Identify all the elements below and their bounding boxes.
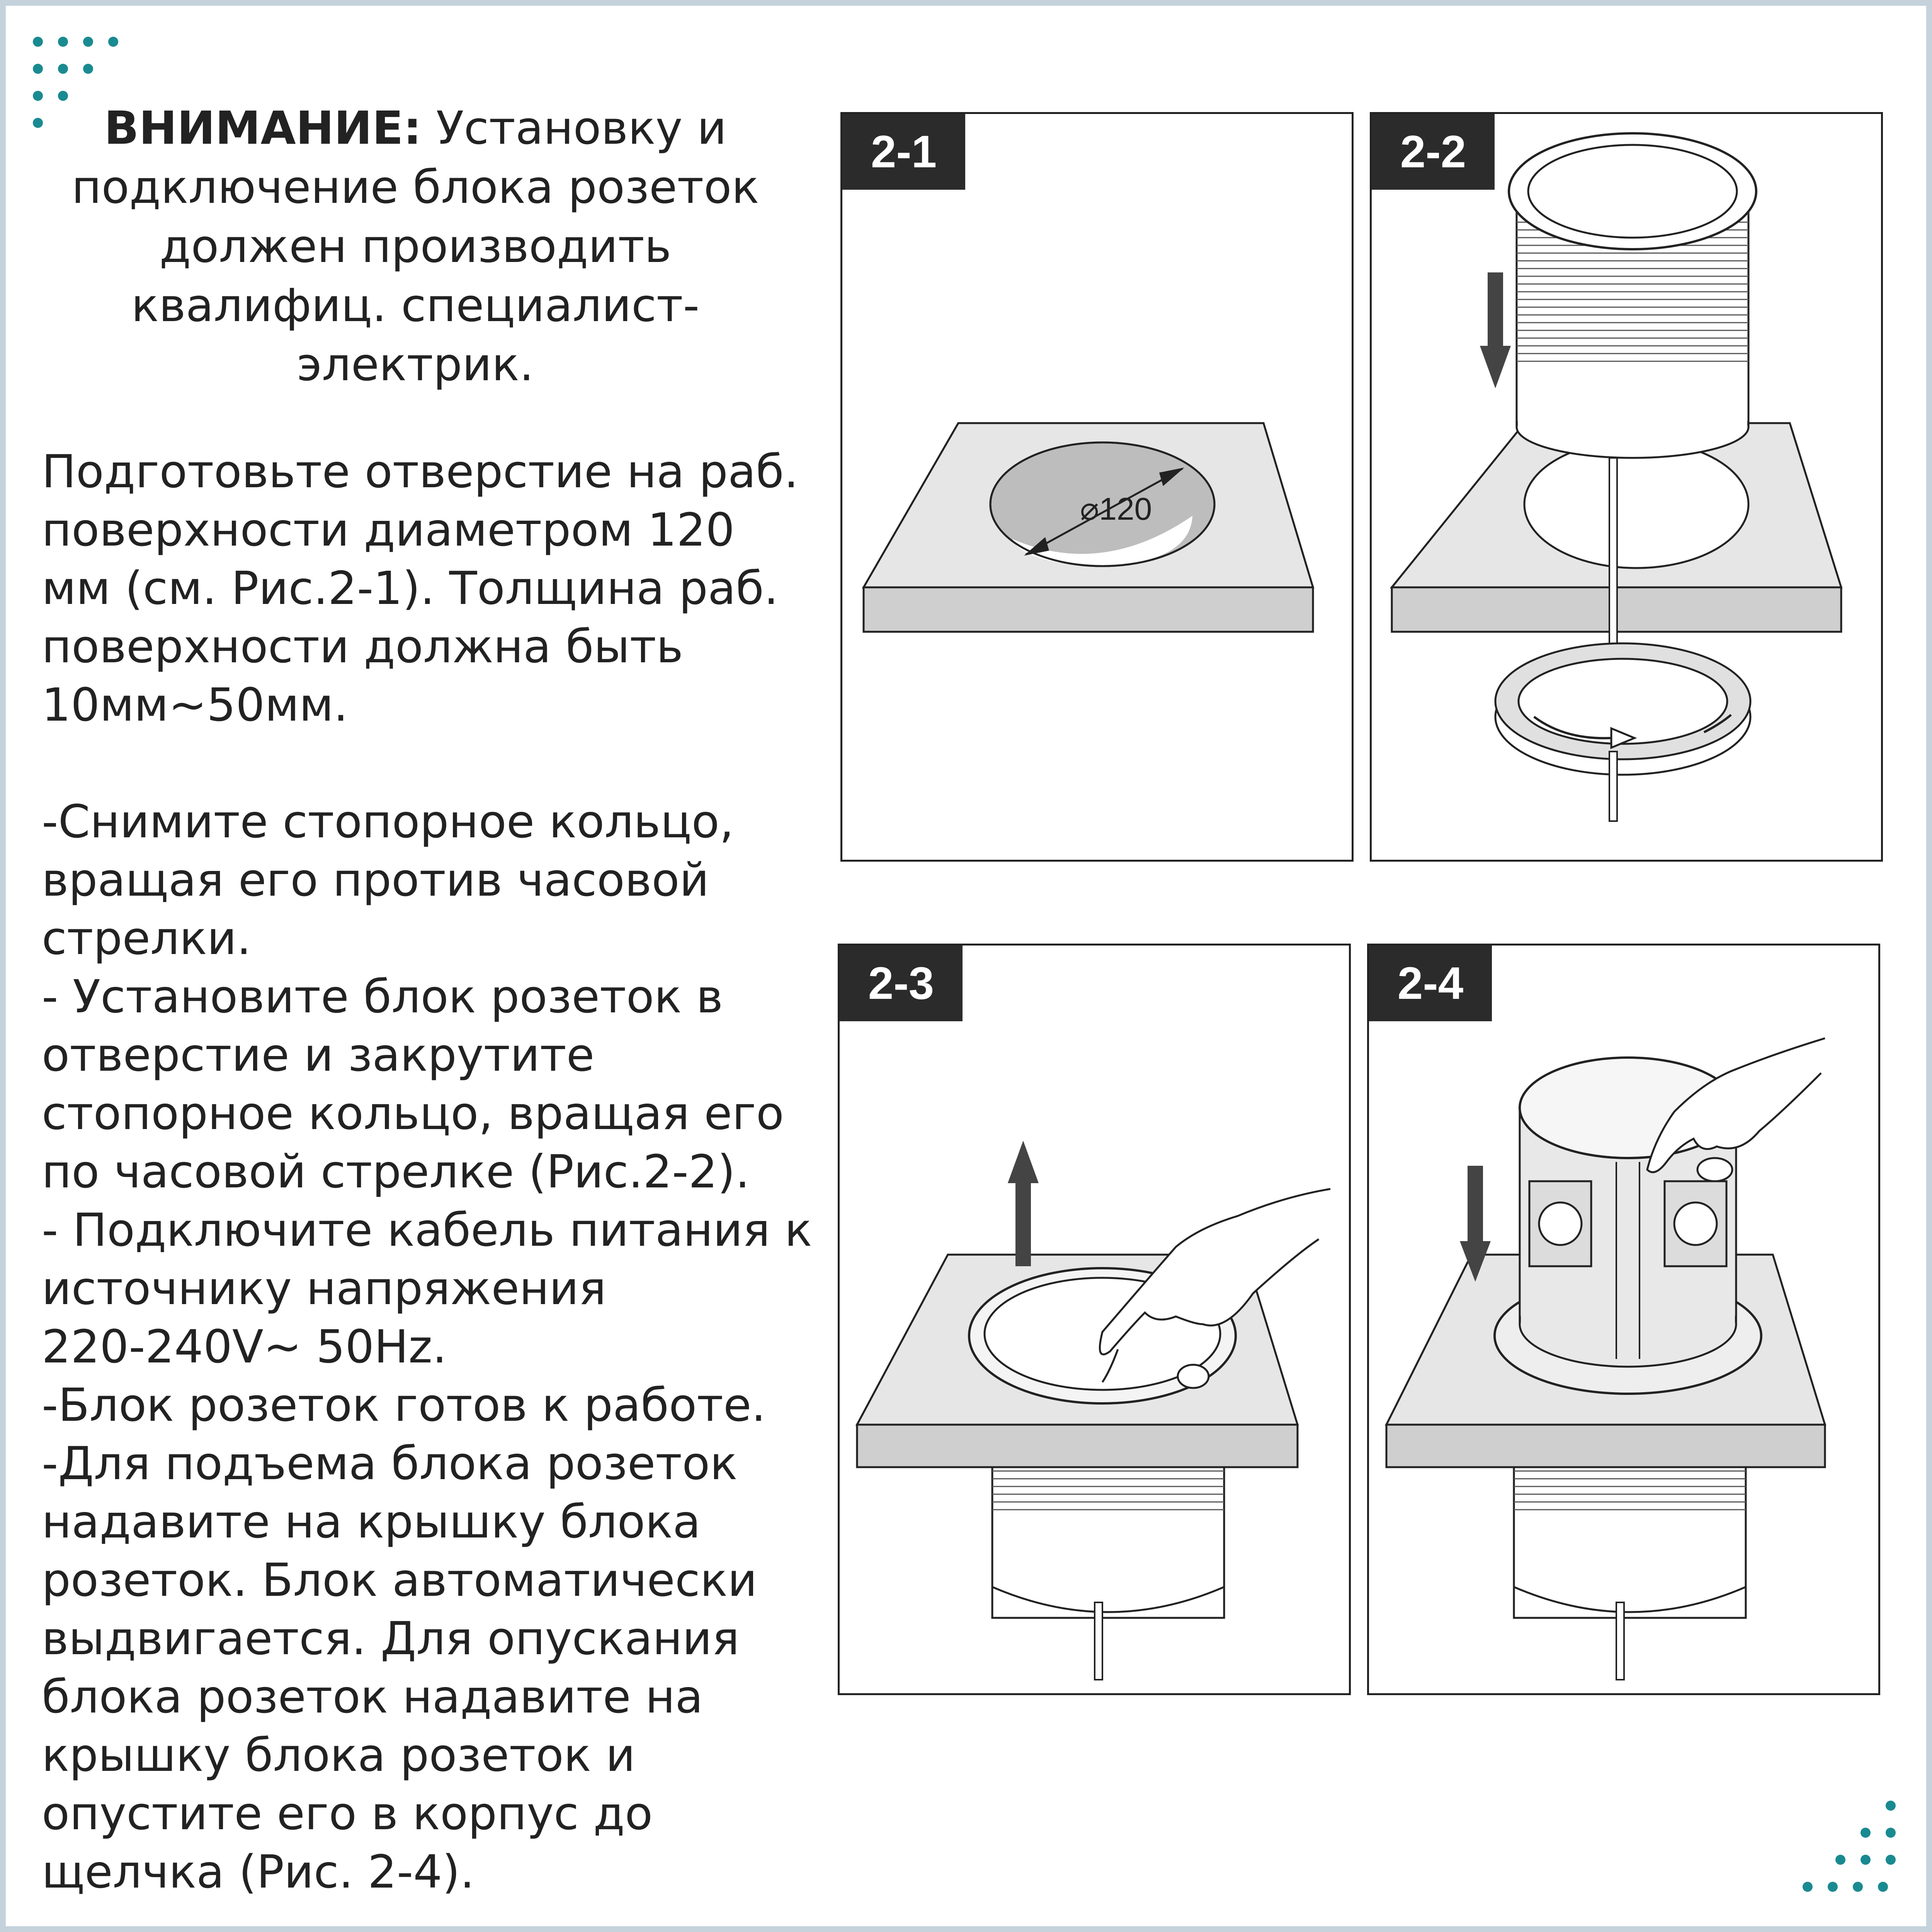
- instruction-line: опустите его в корпус до: [42, 1787, 653, 1840]
- instruction-line: надавите на крышку блока: [42, 1495, 701, 1548]
- warning-line: должен производить: [159, 219, 672, 273]
- instruction-line: -Снимите стопорное кольцо,: [42, 795, 734, 848]
- instruction-line: щелчка (Рис. 2-4).: [42, 1845, 475, 1898]
- warning-line: Установку и: [436, 101, 727, 155]
- warning-line: подключение блока розеток: [71, 160, 759, 214]
- instruction-line: -Блок розеток готов к работе.: [42, 1378, 766, 1432]
- instruction-line: поверхности должна быть: [42, 620, 684, 673]
- instruction-line: мм (см. Рис.2-1). Толщина раб.: [42, 561, 779, 615]
- instruction-line: розеток. Блок автоматически: [42, 1553, 757, 1607]
- instruction-line: [42, 734, 853, 793]
- figure-2-1: ⌀120 2-1: [840, 112, 1354, 862]
- instruction-line: - Установите блок розеток в: [42, 970, 723, 1023]
- instruction-line: отверстие и закрутите: [42, 1028, 595, 1082]
- instruction-line: вращая его против часовой: [42, 853, 709, 906]
- figure-label: 2-3: [840, 946, 963, 1021]
- warning-title: ВНИМАНИЕ:: [104, 101, 422, 155]
- instruction-line: блока розеток надавите на: [42, 1670, 703, 1723]
- figure-label: 2-4: [1369, 946, 1492, 1021]
- figure-2-2: 2-2: [1370, 112, 1883, 862]
- instruction-line: по часовой стрелке (Рис.2-2).: [42, 1145, 750, 1198]
- instruction-line: источнику напряжения: [42, 1262, 606, 1315]
- instruction-line: поверхности диаметром 120: [42, 503, 735, 556]
- figure-2-3: 2-3: [838, 944, 1351, 1695]
- figure-2-4: 2-4: [1367, 944, 1880, 1695]
- instruction-line: - Подключите кабель питания к: [42, 1203, 812, 1257]
- warning-line: квалифиц. специалист-: [131, 279, 700, 332]
- dimension-label: ⌀120: [1080, 492, 1152, 527]
- figure-label: 2-2: [1372, 114, 1495, 190]
- instruction-line: -Для подъема блока розеток: [42, 1437, 738, 1490]
- instruction-line: 220-240V~ 50Hz.: [42, 1320, 447, 1373]
- figure-label: 2-1: [842, 114, 965, 190]
- warning-line: электрик.: [297, 338, 534, 391]
- instruction-line: 10мм~50мм.: [42, 678, 348, 731]
- instructions-text: Подготовьте отверстие на раб.поверхности…: [42, 442, 853, 1901]
- instruction-line: выдвигается. Для опускания: [42, 1612, 740, 1665]
- instruction-line: Подготовьте отверстие на раб.: [42, 445, 799, 498]
- instruction-line: стрелки.: [42, 912, 252, 965]
- instruction-line: крышку блока розеток и: [42, 1728, 636, 1782]
- instruction-line: стопорное кольцо, вращая его: [42, 1087, 784, 1140]
- warning-block: ВНИМАНИЕ: Установку и подключение блока …: [31, 99, 800, 394]
